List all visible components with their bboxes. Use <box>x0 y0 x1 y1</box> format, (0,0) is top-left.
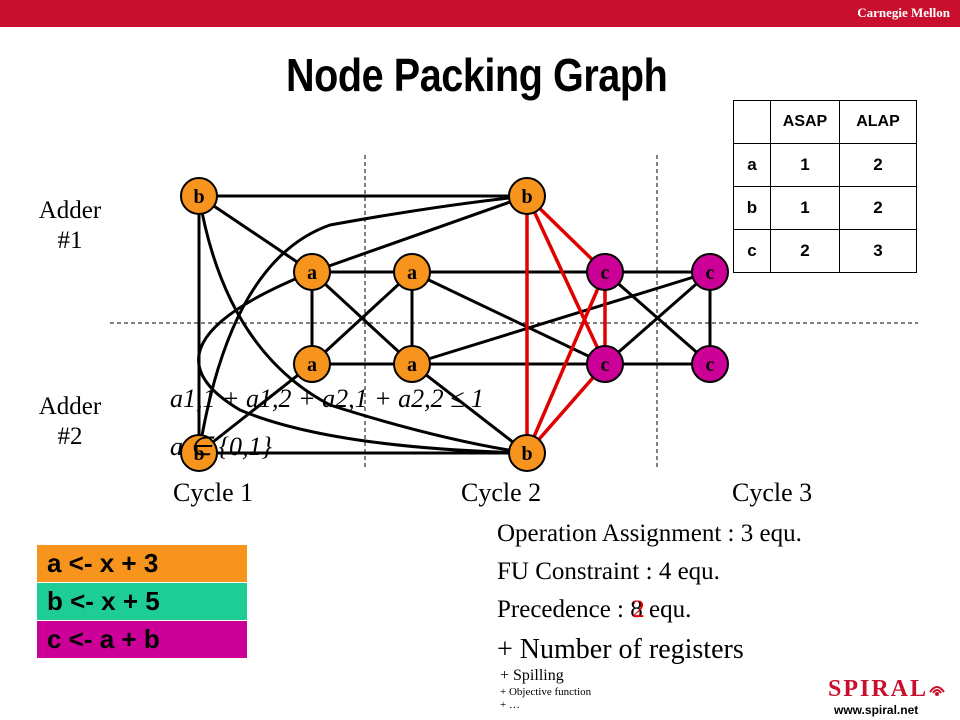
table-cell: 3 <box>839 229 917 273</box>
node-label: a <box>407 354 417 376</box>
table-cell: 1 <box>770 186 840 230</box>
edge <box>311 194 528 274</box>
eq-fu-constraint: FU Constraint : 4 equ. <box>497 558 720 585</box>
table-cell: 1 <box>770 143 840 187</box>
edge <box>411 270 606 366</box>
table-header-cell <box>733 100 771 144</box>
eq-registers: + Number of registers <box>497 634 744 665</box>
node-b1: b <box>180 177 218 215</box>
adder-1-line1: Adder <box>38 197 102 224</box>
table-header-row: ASAP ALAP <box>733 100 917 144</box>
table-cell: 2 <box>839 186 917 230</box>
node-label: b <box>521 186 532 208</box>
adder-2-line2: #2 <box>57 423 83 450</box>
wireless-icon <box>929 686 945 696</box>
node-label: b <box>193 186 204 208</box>
eq-more: + … <box>500 699 520 711</box>
node-a3: a <box>293 345 331 383</box>
table-header-cell: ASAP <box>770 100 840 144</box>
legend-a: a <- x + 3 <box>37 545 247 582</box>
eq-precedence-suffix: equ. <box>642 596 692 623</box>
legend-c: c <- a + b <box>37 621 247 658</box>
eq-operation-assignment: Operation Assignment : 3 equ. <box>497 520 802 547</box>
logo-name: SPIRAL <box>828 676 929 702</box>
table-cell: 2 <box>839 143 917 187</box>
eq-precedence-prefix: Precedence : <box>497 596 631 623</box>
cycle-2-label: Cycle 2 <box>461 478 542 507</box>
node-label: c <box>601 354 610 376</box>
logo-url: www.spiral.net <box>834 703 919 717</box>
node-b3: b <box>180 434 218 472</box>
edge-red <box>525 195 607 365</box>
node-a4: a <box>393 345 431 383</box>
cycle-3-label: Cycle 3 <box>732 478 813 507</box>
adder-2-line1: Adder <box>38 393 102 420</box>
node-b4: b <box>508 434 546 472</box>
edge <box>604 270 711 366</box>
node-label: a <box>307 354 317 376</box>
spiral-logo: SPIRAL www.spiral.net <box>828 676 948 717</box>
asap-alap-table: ASAP ALAP a 1 2 b 1 2 c 2 3 <box>733 100 917 273</box>
edge-red <box>525 362 607 455</box>
node-label: c <box>706 262 715 284</box>
edge <box>411 362 528 455</box>
table-row: b 1 2 <box>733 186 917 230</box>
node-label: b <box>521 443 532 465</box>
edge-curve <box>197 270 528 455</box>
node-label: a <box>307 262 317 284</box>
node-b2: b <box>508 177 546 215</box>
legend-b: b <- x + 5 <box>37 583 247 620</box>
node-c3: c <box>586 345 624 383</box>
node-a2: a <box>393 253 431 291</box>
node-label: a <box>407 262 417 284</box>
node-c4: c <box>691 345 729 383</box>
brand-label: Carnegie Mellon <box>857 5 950 20</box>
node-c1: c <box>586 253 624 291</box>
slide-title: Node Packing Graph <box>286 49 668 101</box>
header-bar: Carnegie Mellon <box>0 0 960 27</box>
edge <box>310 270 414 366</box>
table-cell: a <box>733 143 771 187</box>
edge <box>198 194 313 274</box>
table-row: c 2 3 <box>733 229 917 273</box>
formula-constraint: a1,1 + a1,2 + a2,1 + a2,2 ≤ 1 <box>170 384 484 413</box>
eq-precedence-old: 8 <box>630 596 643 623</box>
node-label: b <box>193 443 204 465</box>
table-cell: c <box>733 229 771 273</box>
table-row: a 1 2 <box>733 143 917 187</box>
edge-curve <box>197 194 528 454</box>
edge-curve <box>197 195 528 455</box>
adder-1-line2: #1 <box>57 227 83 254</box>
node-a1: a <box>293 253 331 291</box>
eq-objective: + Objective function <box>500 686 592 698</box>
cycle-1-label: Cycle 1 <box>173 478 254 507</box>
formula-domain: a ∈ {0,1} <box>170 432 272 461</box>
eq-precedence-new: 2 <box>632 596 645 623</box>
adder-1-label: Adder #1 <box>28 196 112 256</box>
table-cell: b <box>733 186 771 230</box>
node-c2: c <box>691 253 729 291</box>
adder-2-label: Adder #2 <box>28 392 112 452</box>
table-header-cell: ALAP <box>839 100 917 144</box>
edge-red <box>525 271 607 454</box>
node-label: c <box>601 262 610 284</box>
table-cell: 2 <box>770 229 840 273</box>
node-label: c <box>706 354 715 376</box>
eq-spilling: + Spilling <box>500 667 564 684</box>
edge <box>411 270 711 366</box>
